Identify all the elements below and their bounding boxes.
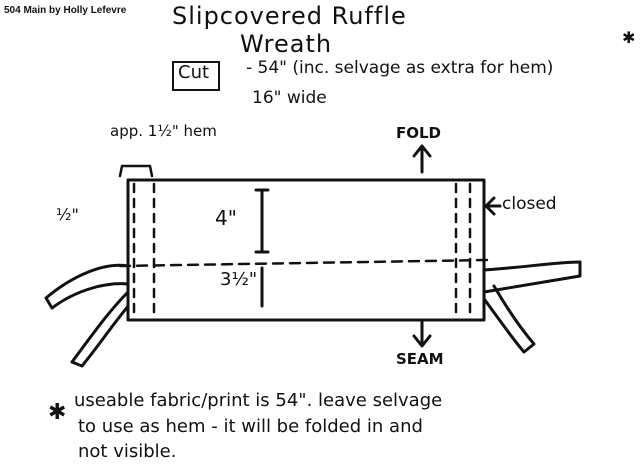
four-inch-label: 4" — [215, 206, 237, 230]
left-arrow-icon — [484, 196, 502, 216]
seam-line — [118, 258, 490, 268]
note-line-3: not visible. — [78, 441, 177, 462]
right-ribbon-tie-top — [480, 260, 582, 294]
half-inch-label: ½" — [56, 205, 79, 224]
asterisk-icon: ✱ — [48, 400, 67, 425]
closed-label: closed — [502, 194, 557, 214]
credit-text: 504 Main by Holly Lefevre — [4, 5, 127, 16]
title-line-2: Wreath — [240, 30, 333, 58]
asterisk-icon: ✱ — [622, 28, 636, 47]
left-ribbon-tie-bottom — [70, 290, 132, 368]
seam-label: SEAM — [396, 350, 444, 368]
title-line-1: Slipcovered Ruffle — [172, 2, 407, 30]
fold-label: FOLD — [396, 124, 442, 142]
cut-measure-length: - 54" (inc. selvage as extra for hem) — [246, 58, 554, 78]
right-ribbon-tie-bottom — [480, 284, 536, 354]
fabric-tube — [126, 178, 486, 322]
note-line-1: useable fabric/print is 54". leave selva… — [74, 390, 443, 411]
cut-measure-width: 16" wide — [252, 88, 327, 108]
note-line-2: to use as hem - it will be folded in and — [78, 416, 423, 437]
up-arrow-icon — [412, 144, 432, 174]
three-half-inch-label: 3½" — [220, 269, 258, 290]
bracket-icon — [118, 164, 154, 178]
hem-label: app. 1½" hem — [110, 122, 217, 140]
cut-label: Cut — [178, 62, 210, 83]
left-ribbon-tie-top — [44, 263, 130, 310]
cut-box — [172, 61, 220, 91]
down-arrow-icon — [412, 320, 432, 348]
